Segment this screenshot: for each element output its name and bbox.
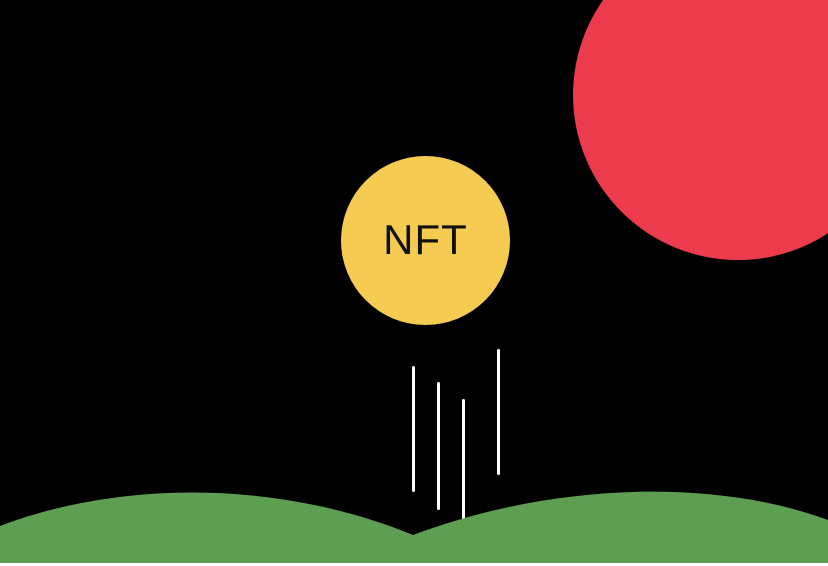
hill-shape: [0, 491, 828, 566]
green-hills: [0, 491, 828, 566]
motion-line: [412, 366, 415, 492]
motion-line: [437, 382, 440, 510]
nft-coin-label: NFT: [383, 215, 468, 263]
motion-line: [497, 349, 500, 475]
red-sun-circle: [573, 0, 828, 260]
ground-edge-line: [0, 563, 828, 566]
nft-coin: NFT: [341, 156, 510, 325]
motion-line: [462, 399, 465, 525]
